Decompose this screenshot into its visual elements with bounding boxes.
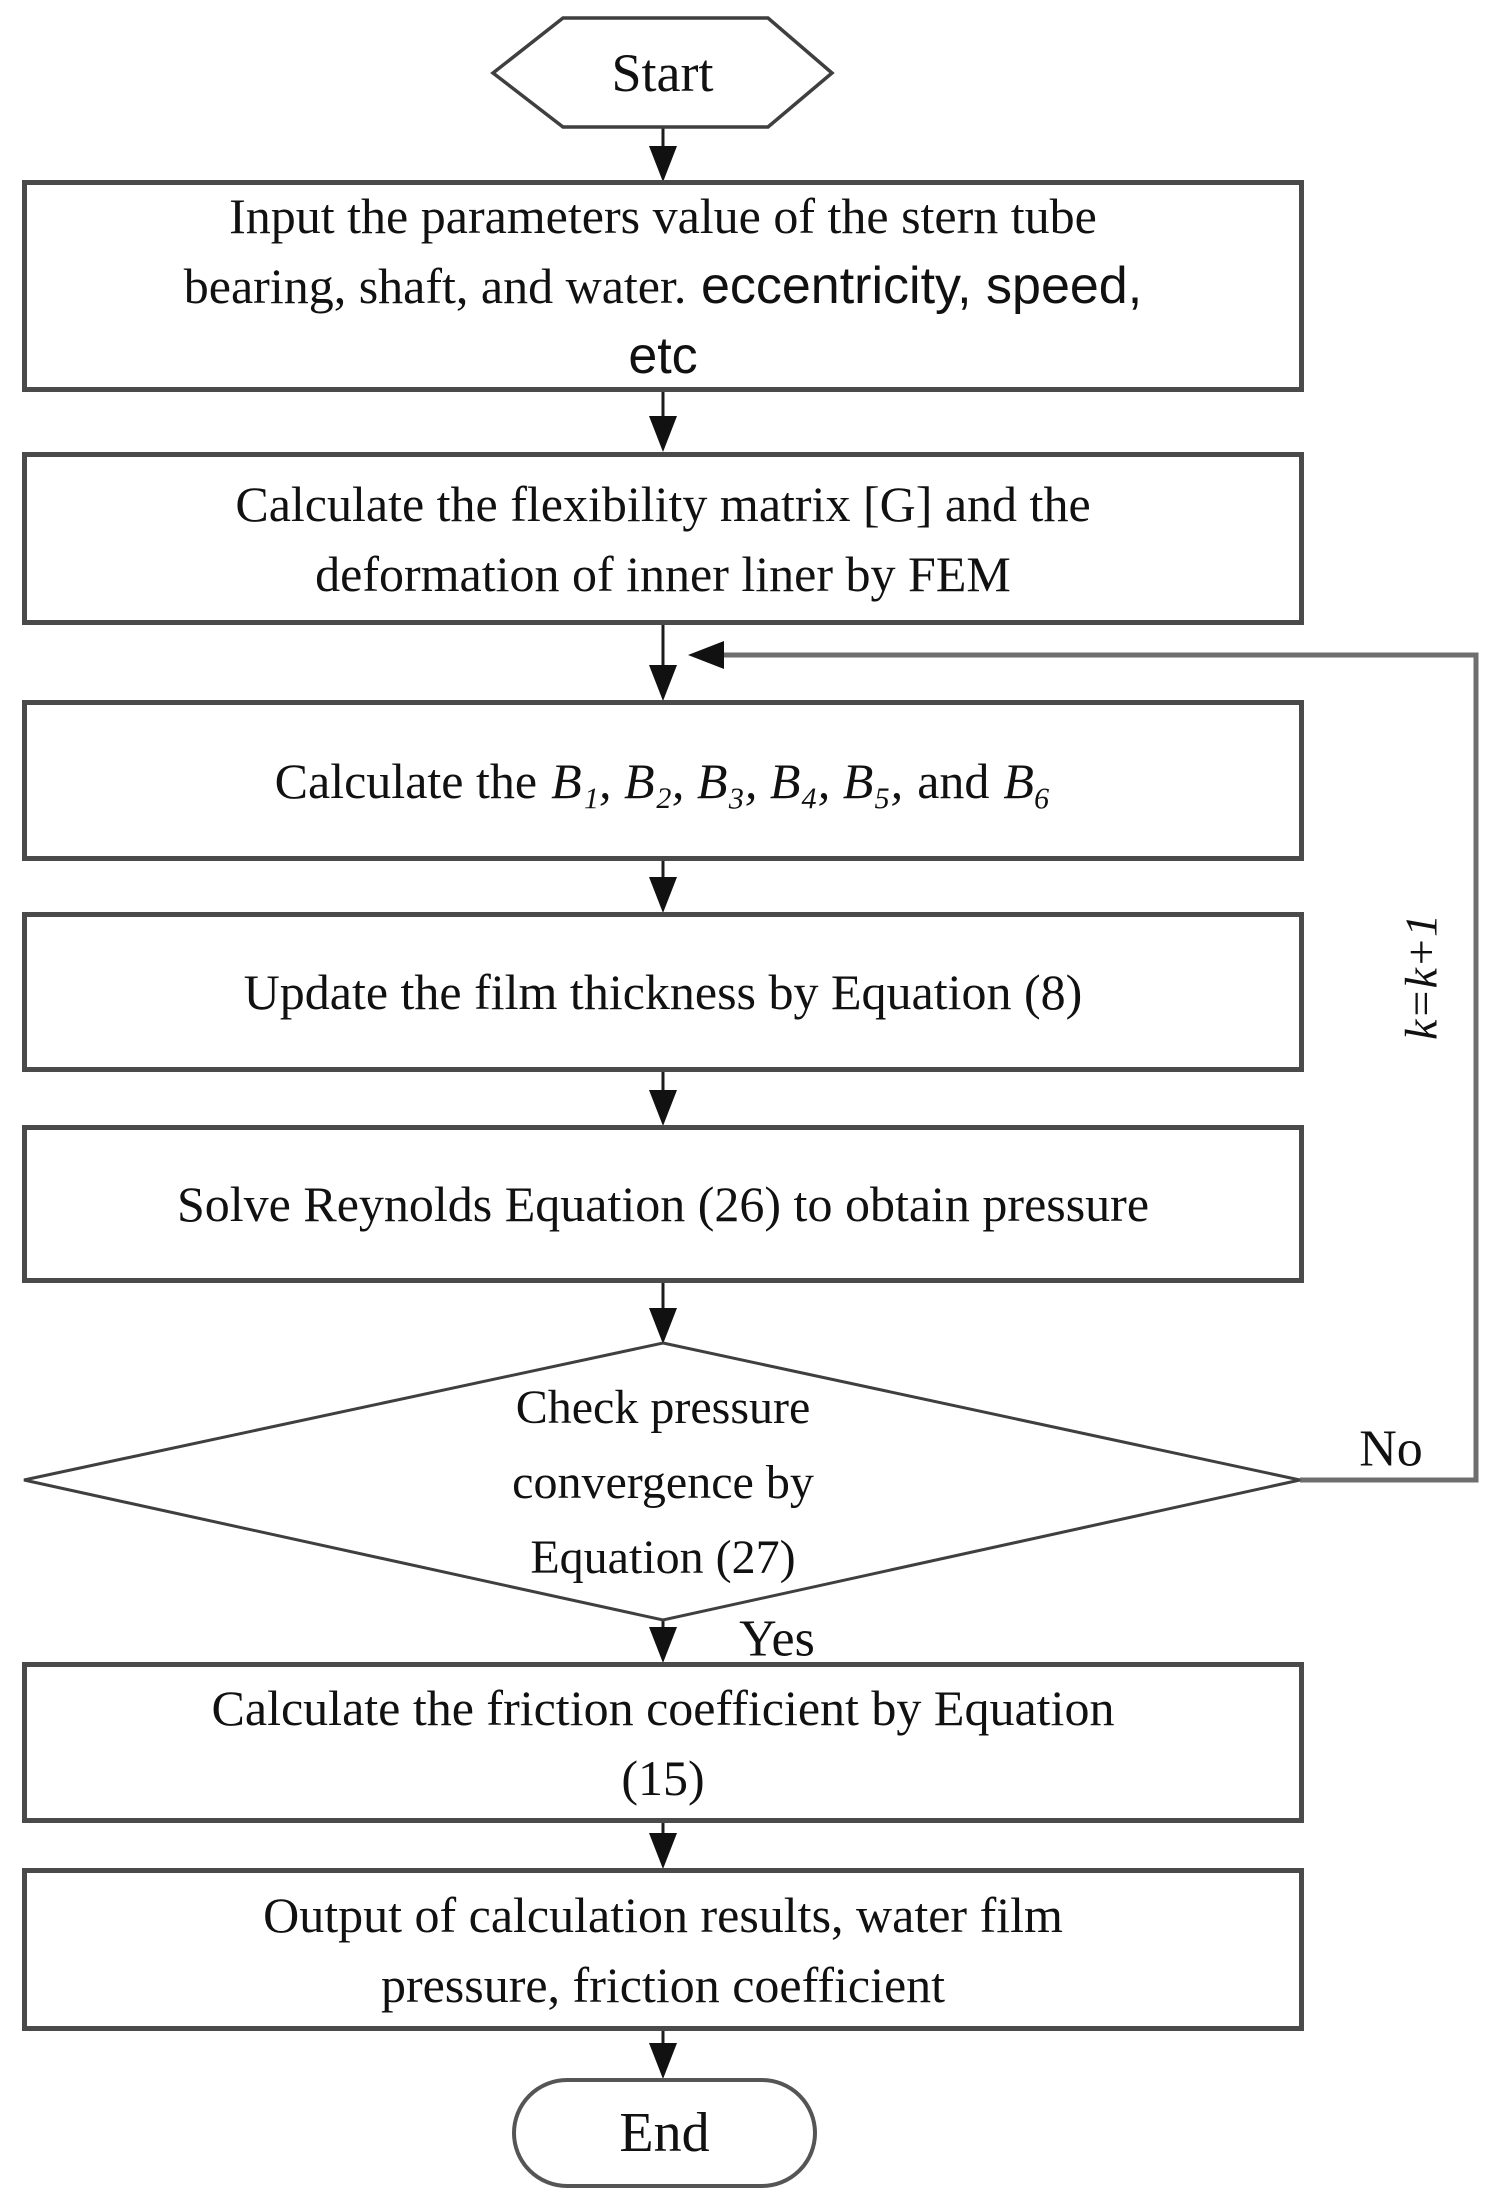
decision-line3: Equation (27)	[530, 1530, 796, 1584]
arrowhead-into-end	[649, 2043, 677, 2079]
process-box-film-thickness: Update the film thickness by Equation (8…	[22, 912, 1304, 1072]
process-box-input: Input the parameters value of the stern …	[22, 180, 1304, 392]
decision-diamond-shape	[23, 1341, 1301, 1622]
input-line3: etc	[628, 327, 698, 385]
start-hexagon-shape	[490, 16, 835, 129]
arrowhead-into-input	[649, 146, 677, 182]
end-label: End	[619, 2102, 710, 2164]
output-line1: Output of calculation results, water fil…	[263, 1886, 1063, 1943]
coefficients-b-last: B₆	[1003, 752, 1052, 809]
arrowhead-into-film	[649, 877, 677, 913]
loop-increment-label: k=k+1	[1395, 914, 1447, 1040]
flexibility-line2: deformation of inner liner by FEM	[315, 545, 1011, 602]
coefficients-conj: and	[917, 752, 990, 809]
input-line2-sans: eccentricity, speed,	[700, 257, 1143, 315]
arrowhead-into-decision	[649, 1308, 677, 1344]
arrowhead-into-coefficients	[649, 665, 677, 701]
process-box-reynolds: Solve Reynolds Equation (26) to obtain p…	[22, 1125, 1304, 1283]
arrowhead-into-output	[649, 1833, 677, 1869]
flexibility-line1: Calculate the flexibility matrix [G] and…	[235, 475, 1091, 532]
coefficients-b-terms: B₁, B₂, B₃, B₄, B₅,	[551, 752, 904, 809]
film-thickness-line: Update the film thickness by Equation (8…	[243, 964, 1083, 1020]
input-line2-serif: bearing, shaft, and water.	[183, 258, 687, 314]
output-line2: pressure, friction coefficient	[380, 1956, 946, 2013]
friction-line1: Calculate the friction coefficient by Eq…	[211, 1679, 1115, 1736]
down-arrowheads	[649, 146, 677, 2079]
decision-line1: Check pressure	[515, 1380, 811, 1434]
coefficients-prefix: Calculate the	[274, 752, 538, 809]
input-line2: bearing, shaft, and water.eccentricity, …	[184, 251, 1142, 321]
arrowhead-into-reynolds	[649, 1090, 677, 1126]
loop-left-arrowhead-icon	[688, 641, 724, 669]
start-label: Start	[611, 42, 714, 103]
process-box-output: Output of calculation results, water fil…	[22, 1868, 1304, 2031]
loop-no-connector-line	[722, 652, 1479, 1483]
end-terminator-shape	[512, 2078, 817, 2188]
yes-edge-label: Yes	[739, 1610, 815, 1668]
friction-line2: (15)	[621, 1749, 705, 1806]
arrowhead-into-flexibility	[649, 416, 677, 452]
decision-line2: convergence by	[512, 1455, 814, 1509]
process-box-flexibility: Calculate the flexibility matrix [G] and…	[22, 452, 1304, 625]
decision-label: Check pressure convergence by Equation (…	[300, 1362, 1026, 1602]
arrowhead-into-friction	[649, 1627, 677, 1663]
reynolds-line: Solve Reynolds Equation (26) to obtain p…	[176, 1176, 1150, 1232]
input-line1: Input the parameters value of the stern …	[229, 188, 1097, 244]
no-edge-label: No	[1359, 1420, 1423, 1478]
process-box-friction: Calculate the friction coefficient by Eq…	[22, 1662, 1304, 1823]
